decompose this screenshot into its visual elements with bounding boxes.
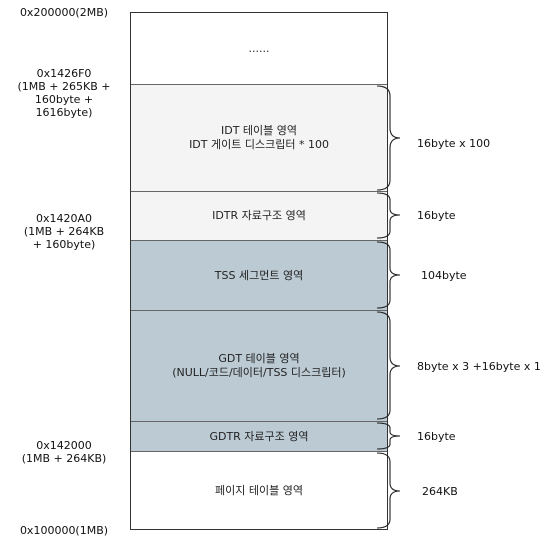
block-gdtr: GDTR 자료구조 영역 — [130, 421, 388, 451]
block-idt-table: IDT 테이블 영역 IDT 게이트 디스크립터 * 100 — [130, 84, 388, 191]
size-gdtr: 16byte — [417, 430, 456, 443]
memory-map-frame — [130, 12, 388, 530]
address-gdtr: 0x142000 (1MB + 264KB) — [21, 439, 107, 465]
size-idtr: 16byte — [417, 209, 456, 222]
brace-idt-table — [376, 85, 401, 191]
address-top: 0x200000(2MB) — [19, 6, 109, 19]
brace-gdt-table — [376, 311, 401, 420]
brace-page-table — [376, 452, 401, 529]
brace-idtr — [376, 192, 401, 239]
address-gdt: 0x1420A0 (1MB + 264KB + 160byte) — [23, 212, 105, 251]
size-page-table: 264KB — [422, 485, 458, 498]
size-tss: 104byte — [421, 269, 467, 282]
block-idtr: IDTR 자료구조 영역 — [130, 191, 388, 240]
address-bottom: 0x100000(1MB) — [19, 524, 109, 537]
block-page-table: 페이지 테이블 영역 — [130, 451, 388, 530]
brace-gdtr — [376, 422, 401, 450]
block-gdt-table: GDT 테이블 영역 (NULL/코드/데이터/TSS 디스크립터) — [130, 310, 388, 421]
block-ellipsis: ...... — [130, 12, 388, 84]
size-gdt-table: 8byte x 3 +16byte x 1 — [417, 360, 541, 373]
address-idt: 0x1426F0 (1MB + 265KB + 160byte + 1616by… — [17, 67, 111, 119]
brace-tss — [376, 241, 401, 309]
size-idt-table: 16byte x 100 — [417, 137, 491, 150]
block-tss: TSS 세그먼트 영역 — [130, 240, 388, 310]
